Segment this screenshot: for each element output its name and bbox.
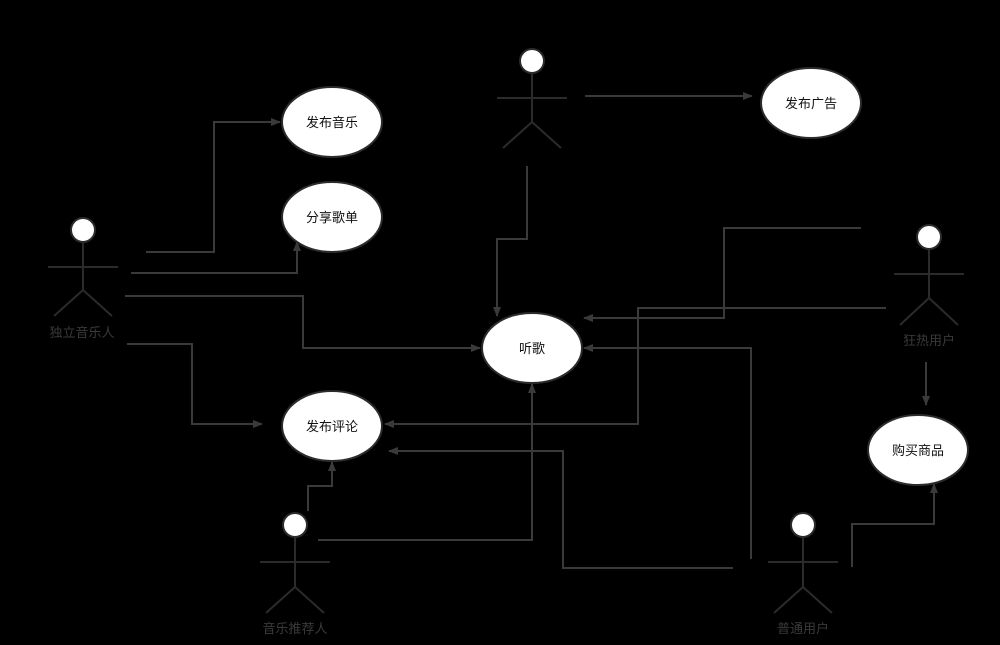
use-case-label: 听歌: [519, 342, 545, 357]
edge-user-buy: [851, 483, 938, 567]
edge-musician-share-playlist: [131, 241, 301, 274]
actor-label: 音乐推荐人: [262, 621, 327, 637]
actor-independent-musician[interactable]: 独立音乐人: [48, 217, 118, 341]
use-case-publish-music[interactable]: 发布音乐: [281, 86, 383, 158]
use-case-label: 购买商品: [892, 443, 944, 459]
use-case-label: 发布评论: [306, 419, 358, 435]
edge-enthusiast-comment: [384, 307, 886, 428]
actor-label: 独立音乐人: [49, 325, 114, 341]
edge-recommender-listen: [318, 383, 536, 541]
use-case-label: 发布音乐: [306, 115, 358, 131]
edge-advertiser-listen: [493, 166, 528, 317]
edge-recommender-comment: [307, 461, 336, 511]
use-case-label: 分享歌单: [306, 210, 358, 226]
edge-musician-publish-music: [146, 118, 281, 253]
actor-head-icon: [916, 224, 942, 250]
use-case-post-comment[interactable]: 发布评论: [281, 390, 383, 462]
edge-musician-listen: [125, 295, 481, 352]
edge-enthusiast-listen: [583, 227, 861, 322]
edge-musician-comment: [127, 343, 263, 428]
use-case-share-playlist[interactable]: 分享歌单: [281, 181, 383, 253]
actor-label: 普通用户: [777, 621, 829, 637]
actor-label: 狂热用户: [903, 333, 955, 349]
actor-head-icon: [70, 217, 96, 243]
actor-advertiser[interactable]: [497, 48, 567, 149]
connectors: [125, 92, 938, 569]
actor-head-icon: [519, 48, 545, 74]
actor-head-icon: [282, 512, 308, 538]
edge-user-listen: [583, 344, 752, 559]
actor-regular-user[interactable]: 普通用户: [768, 512, 838, 637]
edge-user-comment: [388, 447, 733, 569]
use-case-listen[interactable]: 听歌: [481, 312, 583, 384]
use-case-label: 发布广告: [785, 96, 837, 112]
use-case-buy-goods[interactable]: 购买商品: [867, 414, 969, 486]
actor-head-icon: [790, 512, 816, 538]
use-case-publish-ad[interactable]: 发布广告: [760, 67, 862, 139]
actor-enthusiast-user[interactable]: 狂热用户: [894, 224, 964, 349]
actor-music-recommender[interactable]: 音乐推荐人: [260, 512, 330, 637]
